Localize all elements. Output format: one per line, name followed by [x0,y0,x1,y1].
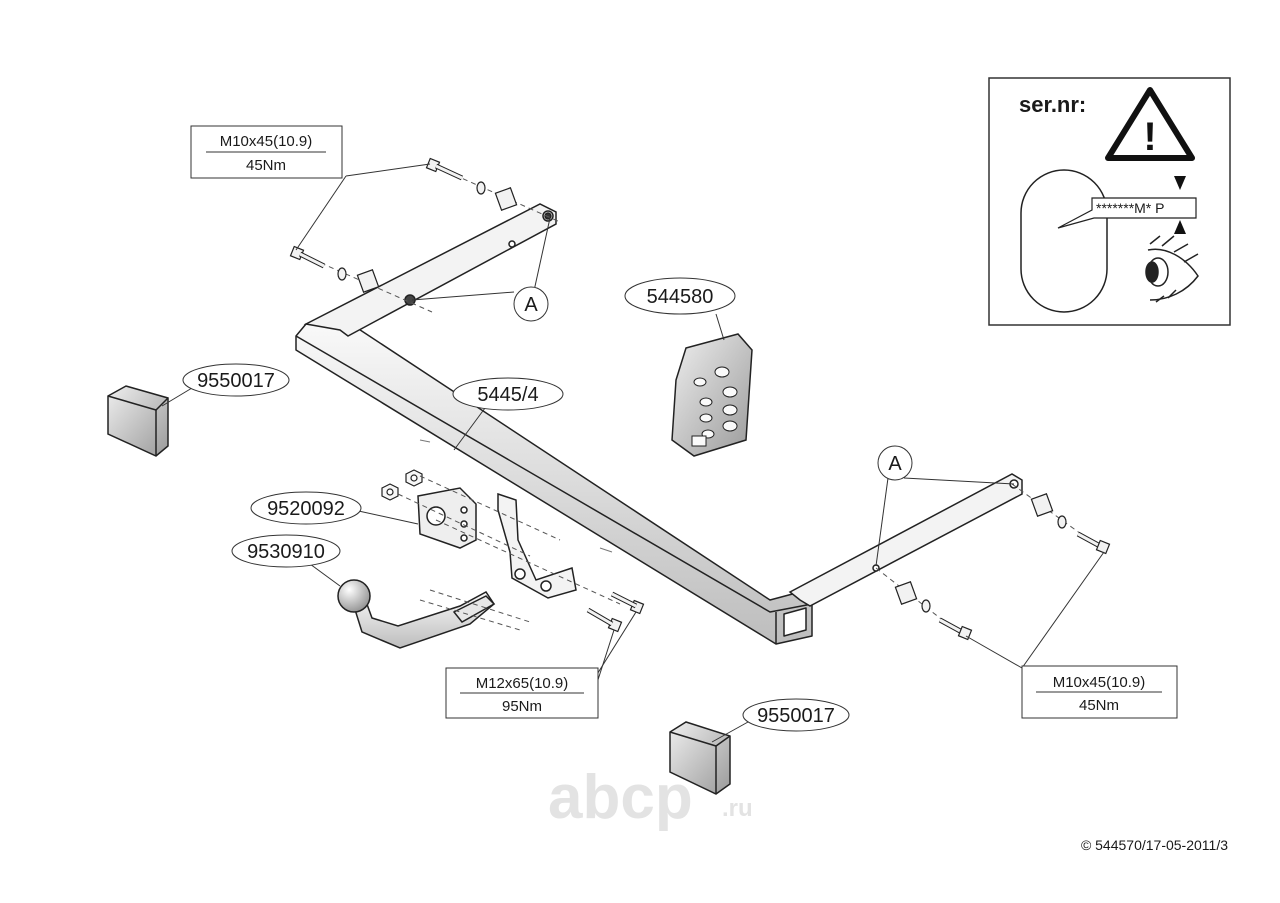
part-number-socket-plate: 9520092 [267,498,345,520]
leader-lines [161,163,1105,743]
spec-box-bottom-center: M12x65(10.9) 95Nm [445,667,599,719]
spec-box-bottom-right: M10x45(10.9) 45Nm [1021,665,1178,719]
part-number-ball: 9530910 [247,541,325,563]
label-cover-bottom: 9550017 [742,698,850,732]
spec-bolt: M12x65(10.9) [476,675,569,692]
arrow-up-icon [1174,220,1186,234]
spec-torque: 95Nm [502,698,542,715]
copyright-text: © 544570/17-05-2011/3 [1081,837,1228,853]
warning-exclamation: ! [1143,115,1156,159]
spec-torque: 45Nm [1079,697,1119,714]
electric-kit-bag [671,333,753,457]
spec-box-top-left: M10x45(10.9) 45Nm [190,125,343,179]
label-cover-left: 9550017 [182,363,290,397]
spec-torque: 45Nm [246,157,286,174]
ball-mount-bracket [497,492,577,599]
label-bar: 5445/4 [452,377,564,411]
label-electric-kit: 544580 [624,277,736,315]
plate-nuts [381,469,423,501]
eye-icon [1145,235,1199,303]
watermark: abcp .ru [548,763,753,832]
serial-number-box: ser.nr: ! *******M* P [988,77,1231,326]
tow-ball [337,579,496,649]
watermark-brand: abcp [548,763,693,832]
marker-a-right: A [877,445,913,481]
label-socket-plate: 9520092 [250,491,362,525]
bolts [289,157,1111,641]
arrow-down-icon [1174,176,1186,190]
part-number-cover-left: 9550017 [197,370,275,392]
cover-cap-left [107,385,169,457]
watermark-suffix: .ru [722,795,753,822]
marker-a-left: A [513,286,549,322]
spec-bolt: M10x45(10.9) [1053,674,1146,691]
part-number-electric-kit: 544580 [647,286,714,308]
main-crossbar [295,317,813,645]
serial-code: *******M* P [1096,200,1164,216]
socket-plate [417,487,477,549]
marker-a-right-label: A [888,453,902,475]
part-number-bar: 5445/4 [477,384,538,406]
spec-bolt: M10x45(10.9) [220,133,313,150]
label-ball: 9530910 [231,534,341,568]
marker-a-left-label: A [524,294,538,316]
part-number-cover-bottom: 9550017 [757,705,835,727]
serial-label: ser.nr: [1019,92,1086,117]
warning-triangle-icon: ! [1105,87,1195,161]
